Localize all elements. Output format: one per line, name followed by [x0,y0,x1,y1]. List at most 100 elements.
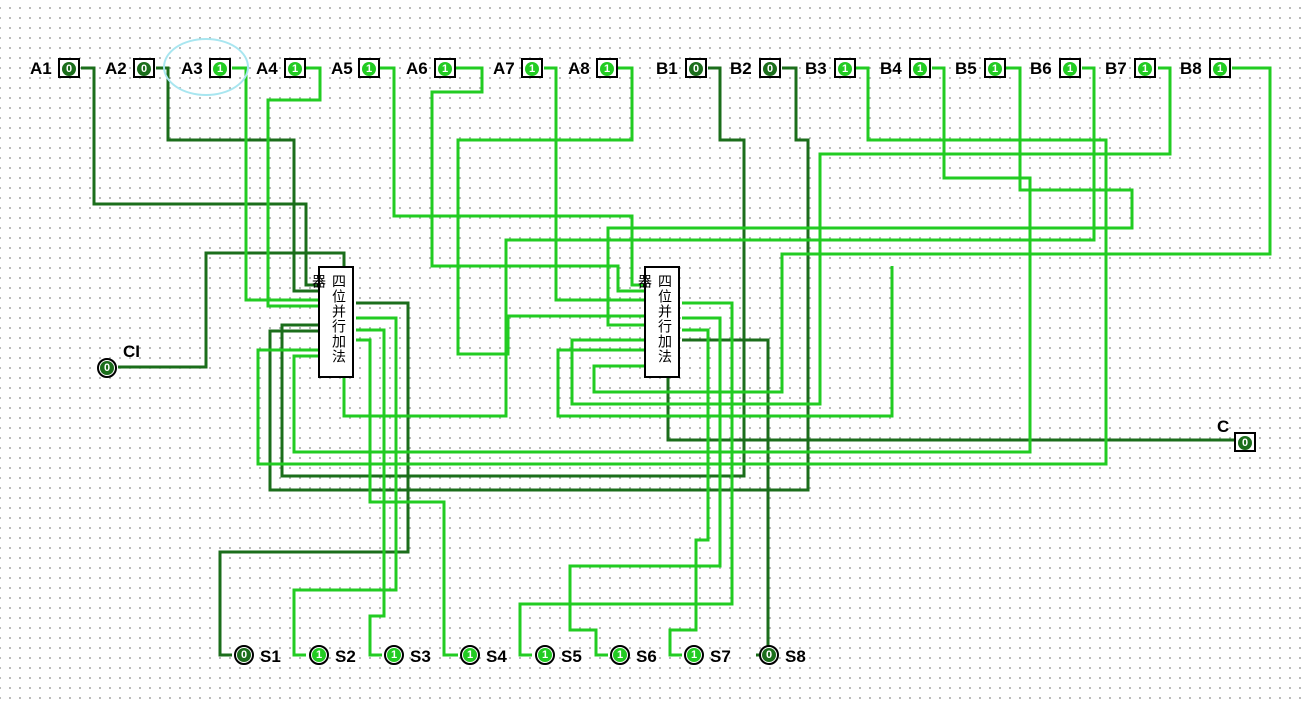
pin-value: 1 [838,62,852,76]
lamp-value: 1 [687,648,701,662]
label-s4: S4 [486,647,507,666]
pin-value: 1 [988,62,1002,76]
wire-s6 [568,316,722,657]
output-pin-c[interactable]: 0 [1234,432,1256,452]
lamp-value: 1 [538,648,552,662]
label-a4: A4 [256,59,278,78]
label-a6: A6 [406,59,428,78]
label-a3: A3 [181,59,203,78]
selection-highlight [163,38,249,96]
label-b5: B5 [955,59,977,78]
pin-value: 1 [288,62,302,76]
wire-a8 [456,66,644,356]
wire-s5 [518,301,734,657]
wire-bus [556,266,894,418]
input-pin-b3[interactable]: 1 [834,58,856,78]
input-pin-b8[interactable]: 1 [1209,58,1231,78]
label-s3: S3 [410,647,431,666]
pin-value: 1 [1138,62,1152,76]
wire-b2 [268,66,810,492]
wire-a5 [380,66,644,287]
pin-value: 0 [763,62,777,76]
wire-s1 [218,301,410,657]
label-s8: S8 [785,647,806,666]
wire-c [666,378,1234,442]
pin-value: 1 [362,62,376,76]
lamp-value: 0 [237,648,251,662]
wire-b4 [292,66,1032,454]
input-pin-ci[interactable]: 0 [97,358,117,378]
label-b4: B4 [880,59,902,78]
output-lamp-s5: 1 [535,645,555,665]
label-s6: S6 [636,647,657,666]
output-lamp-s1: 0 [234,645,254,665]
chip-label: 四位并行加法器 [310,274,346,364]
adder-chip-2[interactable]: 四位并行加法器 [636,266,680,378]
wire-s3 [356,328,386,657]
pin-value: 0 [62,62,76,76]
label-b8: B8 [1180,59,1202,78]
output-lamp-s3: 1 [384,645,404,665]
label-s2: S2 [335,647,356,666]
label-a8: A8 [568,59,590,78]
input-pin-a8[interactable]: 1 [596,58,618,78]
label-b3: B3 [805,59,827,78]
pin-value: 1 [213,62,227,76]
chip-label: 四位并行加法器 [636,274,672,364]
input-pin-a6[interactable]: 1 [434,58,456,78]
wires-on [232,66,1272,657]
label-a5: A5 [331,59,353,78]
input-pin-b1[interactable]: 0 [685,58,707,78]
input-pin-b5[interactable]: 1 [984,58,1006,78]
wire-s2 [292,316,398,657]
wire-a6 [430,66,644,293]
input-pin-b4[interactable]: 1 [909,58,931,78]
label-a7: A7 [493,59,515,78]
pin-value: 0 [100,361,114,375]
label-ci: CI [123,342,140,361]
lamp-value: 1 [312,648,326,662]
pin-value: 1 [1063,62,1077,76]
output-lamp-s4: 1 [460,645,480,665]
label-b2: B2 [730,59,752,78]
wire-a4 [266,66,322,308]
pin-value: 1 [913,62,927,76]
pin-value: 1 [1213,62,1227,76]
lamp-value: 1 [387,648,401,662]
label-a2: A2 [105,59,127,78]
label-a1: A1 [30,59,52,78]
wire-b6 [342,66,1096,418]
output-lamp-s6: 1 [610,645,630,665]
label-b6: B6 [1030,59,1052,78]
output-lamp-s7: 1 [684,645,704,665]
input-pin-b6[interactable]: 1 [1059,58,1081,78]
input-pin-a7[interactable]: 1 [521,58,543,78]
pin-value: 0 [689,62,703,76]
input-pin-a4[interactable]: 1 [284,58,306,78]
wire-a7 [544,66,644,302]
input-pin-b7[interactable]: 1 [1134,58,1156,78]
lamp-value: 0 [762,648,776,662]
label-b1: B1 [656,59,678,78]
input-pin-a5[interactable]: 1 [358,58,380,78]
pin-value: 1 [438,62,452,76]
wire-b5 [606,66,1134,327]
input-pin-a1[interactable]: 0 [58,58,80,78]
wire-ci [118,251,346,369]
input-pin-a3[interactable]: 1 [209,58,231,78]
label-c: C [1217,417,1230,436]
lamp-value: 1 [613,648,627,662]
wire-b8 [592,66,1272,394]
pin-value: 0 [137,62,151,76]
lamp-value: 1 [463,648,477,662]
adder-chip-1[interactable]: 四位并行加法器 [310,266,354,378]
input-pin-a2[interactable]: 0 [133,58,155,78]
wire-s4 [356,338,458,657]
label-s7: S7 [710,647,731,666]
label-s5: S5 [561,647,582,666]
wire-a1 [81,66,318,287]
pin-value: 1 [525,62,539,76]
wire-b3 [256,66,1108,466]
input-pin-b2[interactable]: 0 [759,58,781,78]
